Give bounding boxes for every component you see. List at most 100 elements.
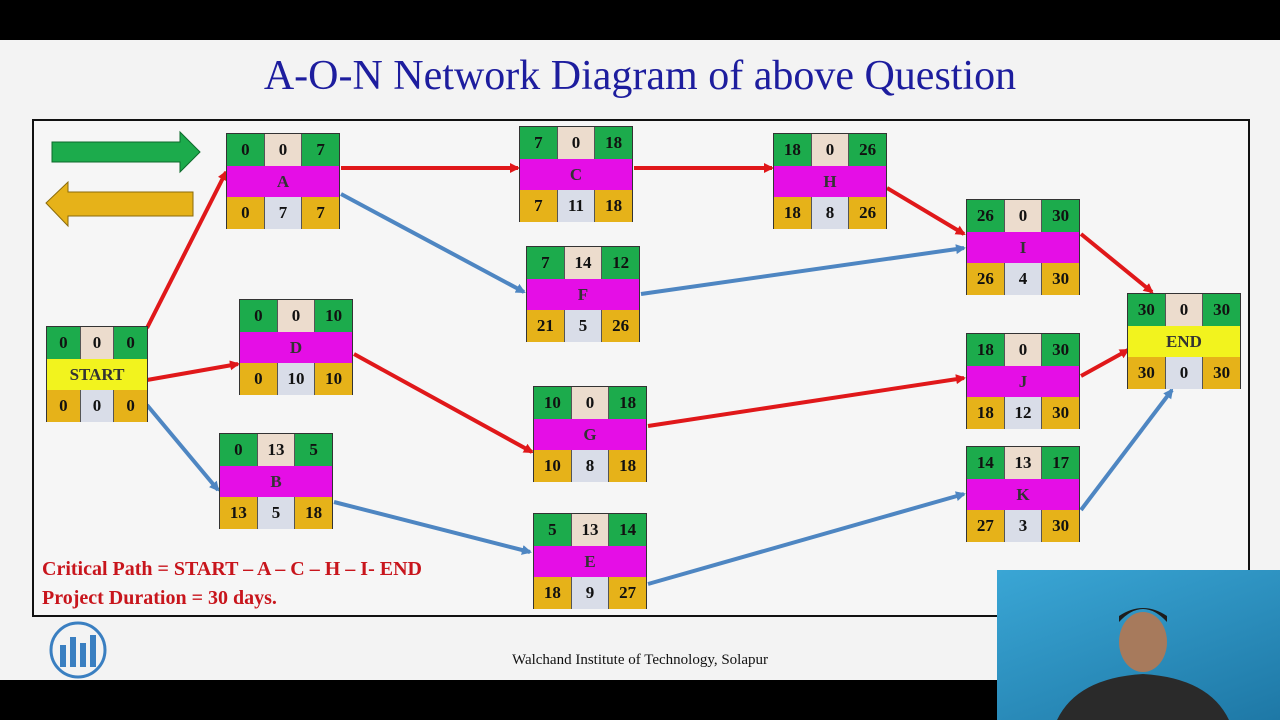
e-ls: 18	[534, 577, 571, 609]
d-ef: 10	[314, 300, 353, 332]
start-ef: 0	[113, 327, 148, 359]
j-slack-top: 0	[1003, 334, 1042, 366]
arrow-i-end	[1079, 232, 1154, 294]
b-lf: 18	[294, 497, 333, 529]
h-es: 18	[774, 134, 811, 166]
b-es: 0	[220, 434, 257, 466]
presenter-silhouette	[1057, 608, 1229, 720]
c-lf: 18	[594, 190, 633, 222]
j-label: J	[1018, 371, 1028, 391]
f-slack: 5	[563, 310, 602, 342]
institute-logo	[49, 621, 107, 679]
a-ls: 0	[227, 197, 264, 229]
a-label: A	[276, 171, 290, 191]
b-ef: 5	[294, 434, 333, 466]
j-ef: 30	[1041, 334, 1080, 366]
f-slack-top: 14	[563, 247, 602, 279]
k-ls: 27	[967, 510, 1004, 542]
end-slack: 0	[1164, 357, 1203, 389]
f-label: F	[577, 284, 589, 304]
g-ls: 10	[534, 450, 571, 482]
k-ef: 17	[1041, 447, 1080, 479]
start-es: 0	[47, 327, 80, 359]
i-ls: 26	[967, 263, 1004, 295]
h-ls: 18	[774, 197, 811, 229]
e-slack: 9	[570, 577, 609, 609]
project-duration-text: Project Duration = 30 days.	[42, 587, 277, 609]
i-es: 26	[967, 200, 1004, 232]
f-es: 7	[527, 247, 564, 279]
b-slack-top: 13	[256, 434, 295, 466]
arrow-a-f	[340, 192, 526, 294]
d-lf: 10	[314, 363, 353, 395]
e-label: E	[584, 551, 596, 571]
d-ls: 0	[240, 363, 277, 395]
arrow-h-i	[885, 186, 966, 236]
i-slack-top: 0	[1003, 200, 1042, 232]
c-label: C	[569, 164, 583, 184]
h-slack: 8	[810, 197, 849, 229]
c-slack: 11	[556, 190, 595, 222]
arrow-g-j	[647, 374, 966, 428]
a-es: 0	[227, 134, 264, 166]
g-ef: 18	[608, 387, 647, 419]
f-lf: 26	[601, 310, 640, 342]
arrow-start-b	[145, 403, 220, 492]
i-label: I	[1019, 237, 1027, 257]
e-es: 5	[534, 514, 571, 546]
k-lf: 30	[1041, 510, 1080, 542]
e-ef: 14	[608, 514, 647, 546]
e-lf: 27	[608, 577, 647, 609]
k-label: K	[1016, 484, 1030, 504]
c-ef: 18	[594, 127, 633, 159]
arrow-e-k	[647, 491, 966, 586]
b-label: B	[270, 471, 282, 491]
c-ls: 7	[520, 190, 557, 222]
end-es: 30	[1128, 294, 1165, 326]
arrow-k-end	[1079, 388, 1174, 512]
f-ls: 21	[527, 310, 564, 342]
critical-path-text: Critical Path = START – A – C – H – I- E…	[42, 558, 422, 580]
critical-path-note: Critical Path = START – A – C – H – I- E…	[42, 555, 422, 613]
j-lf: 30	[1041, 397, 1080, 429]
h-ef: 26	[848, 134, 887, 166]
h-label: H	[823, 171, 837, 191]
b-ls: 13	[220, 497, 257, 529]
start-slack: 0	[79, 390, 114, 422]
h-lf: 26	[848, 197, 887, 229]
g-slack-top: 0	[570, 387, 609, 419]
b-slack: 5	[256, 497, 295, 529]
f-ef: 12	[601, 247, 640, 279]
a-slack-top: 0	[263, 134, 302, 166]
j-slack: 12	[1003, 397, 1042, 429]
arrow-d-g	[353, 352, 534, 454]
start-label: START	[69, 364, 125, 384]
end-ls: 30	[1128, 357, 1165, 389]
presenter-video	[997, 570, 1280, 720]
arrow-start-a	[145, 170, 228, 329]
backward-pass-arrow	[45, 180, 194, 228]
g-es: 10	[534, 387, 571, 419]
start-ls: 0	[47, 390, 80, 422]
arrow-j-end	[1080, 348, 1130, 378]
start-slack-top: 0	[79, 327, 114, 359]
end-lf: 30	[1202, 357, 1241, 389]
k-es: 14	[967, 447, 1004, 479]
end-label: END	[1166, 331, 1202, 351]
g-label: G	[583, 424, 597, 444]
arrow-b-e	[333, 500, 532, 555]
k-slack: 3	[1003, 510, 1042, 542]
